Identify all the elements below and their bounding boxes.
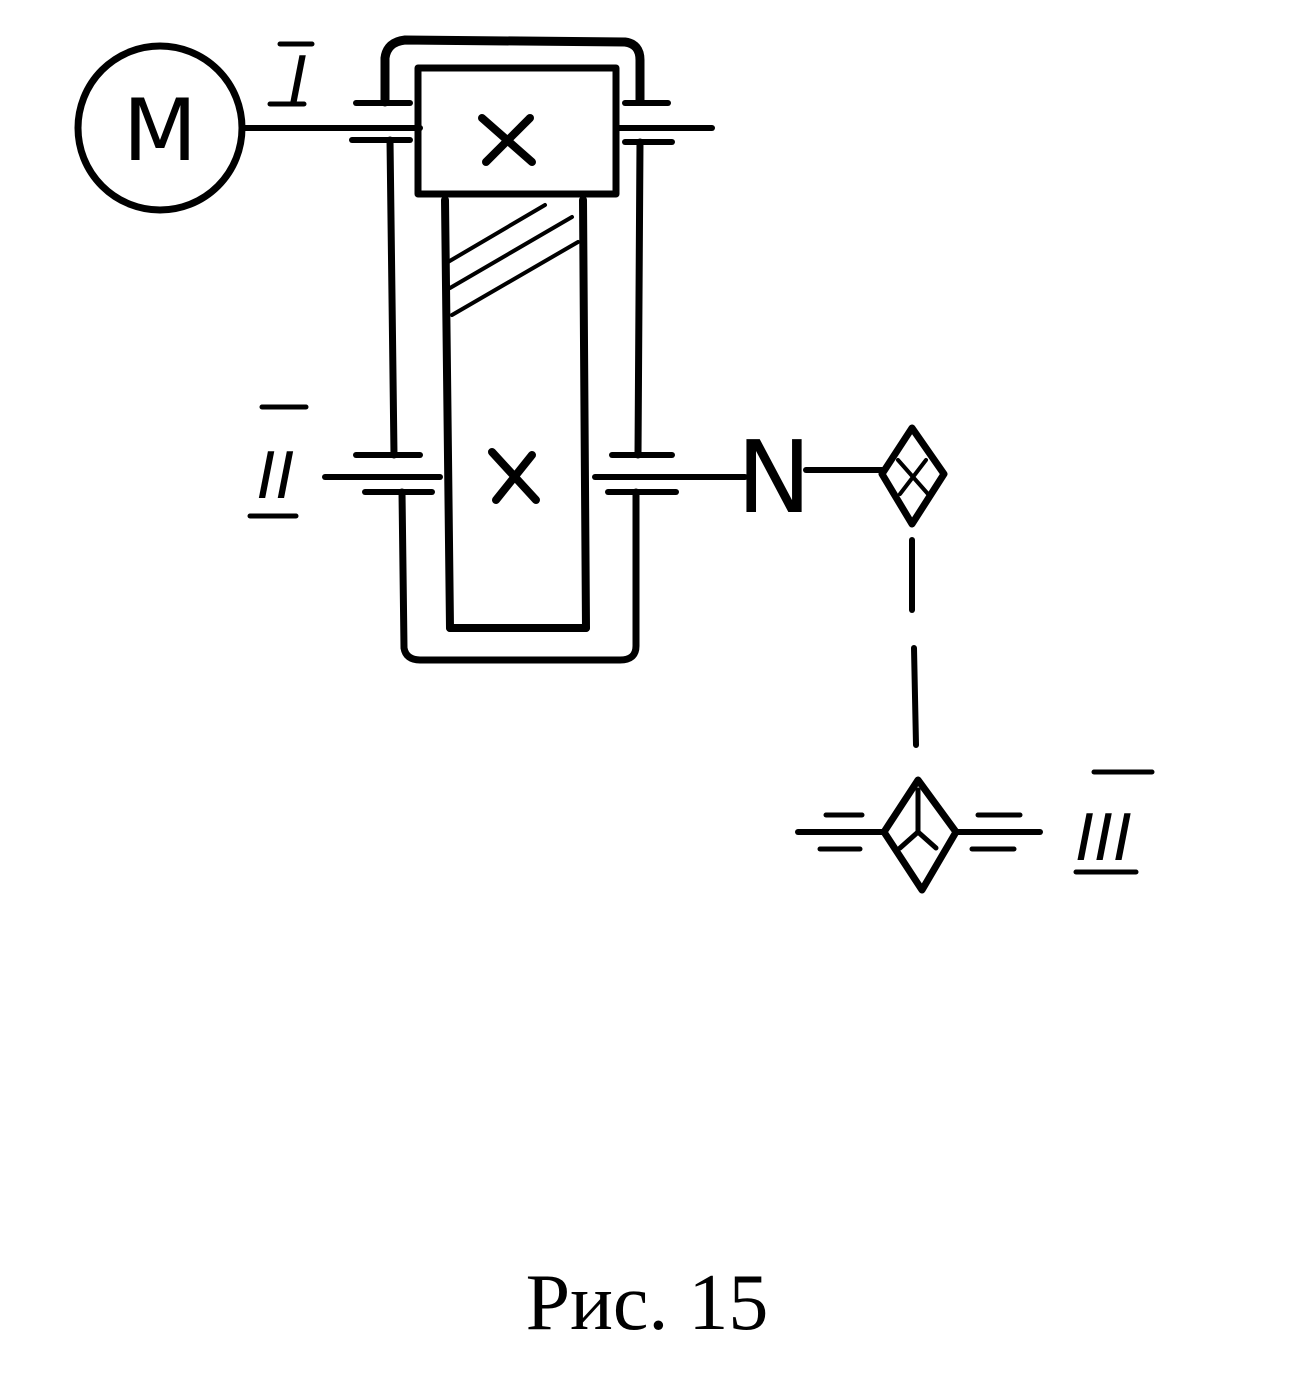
shaft-2-label: II: [257, 440, 295, 514]
motor-label: M: [123, 81, 197, 181]
bearing-icon: [622, 100, 675, 145]
shaft-2: II: [247, 404, 748, 519]
gear-cross-icon: [488, 448, 540, 504]
shaft-3-label: III: [1076, 802, 1133, 876]
motor-icon: M: [74, 42, 246, 214]
coupling-icon: N: [737, 419, 812, 536]
gear-axis-line: [909, 537, 919, 748]
bevel-gear-icon: [878, 424, 948, 528]
bearing-icon: [605, 452, 679, 495]
shaft-1: I: [239, 41, 715, 131]
bearing-icon: [969, 812, 1023, 852]
bearing-icon: [353, 452, 435, 495]
gearbox-housing: [380, 35, 645, 664]
bevel-gear-icon: [880, 776, 960, 894]
bearing-icon: [349, 100, 413, 143]
gear-wheel: [441, 196, 590, 632]
figure-caption: Рис. 15: [525, 1259, 769, 1347]
shaft-3: III: [795, 769, 1155, 876]
shaft-1-label: I: [289, 44, 308, 118]
coupling-label: N: [737, 419, 812, 536]
gear-cross-icon: [414, 64, 620, 198]
bearing-icon: [817, 812, 865, 852]
